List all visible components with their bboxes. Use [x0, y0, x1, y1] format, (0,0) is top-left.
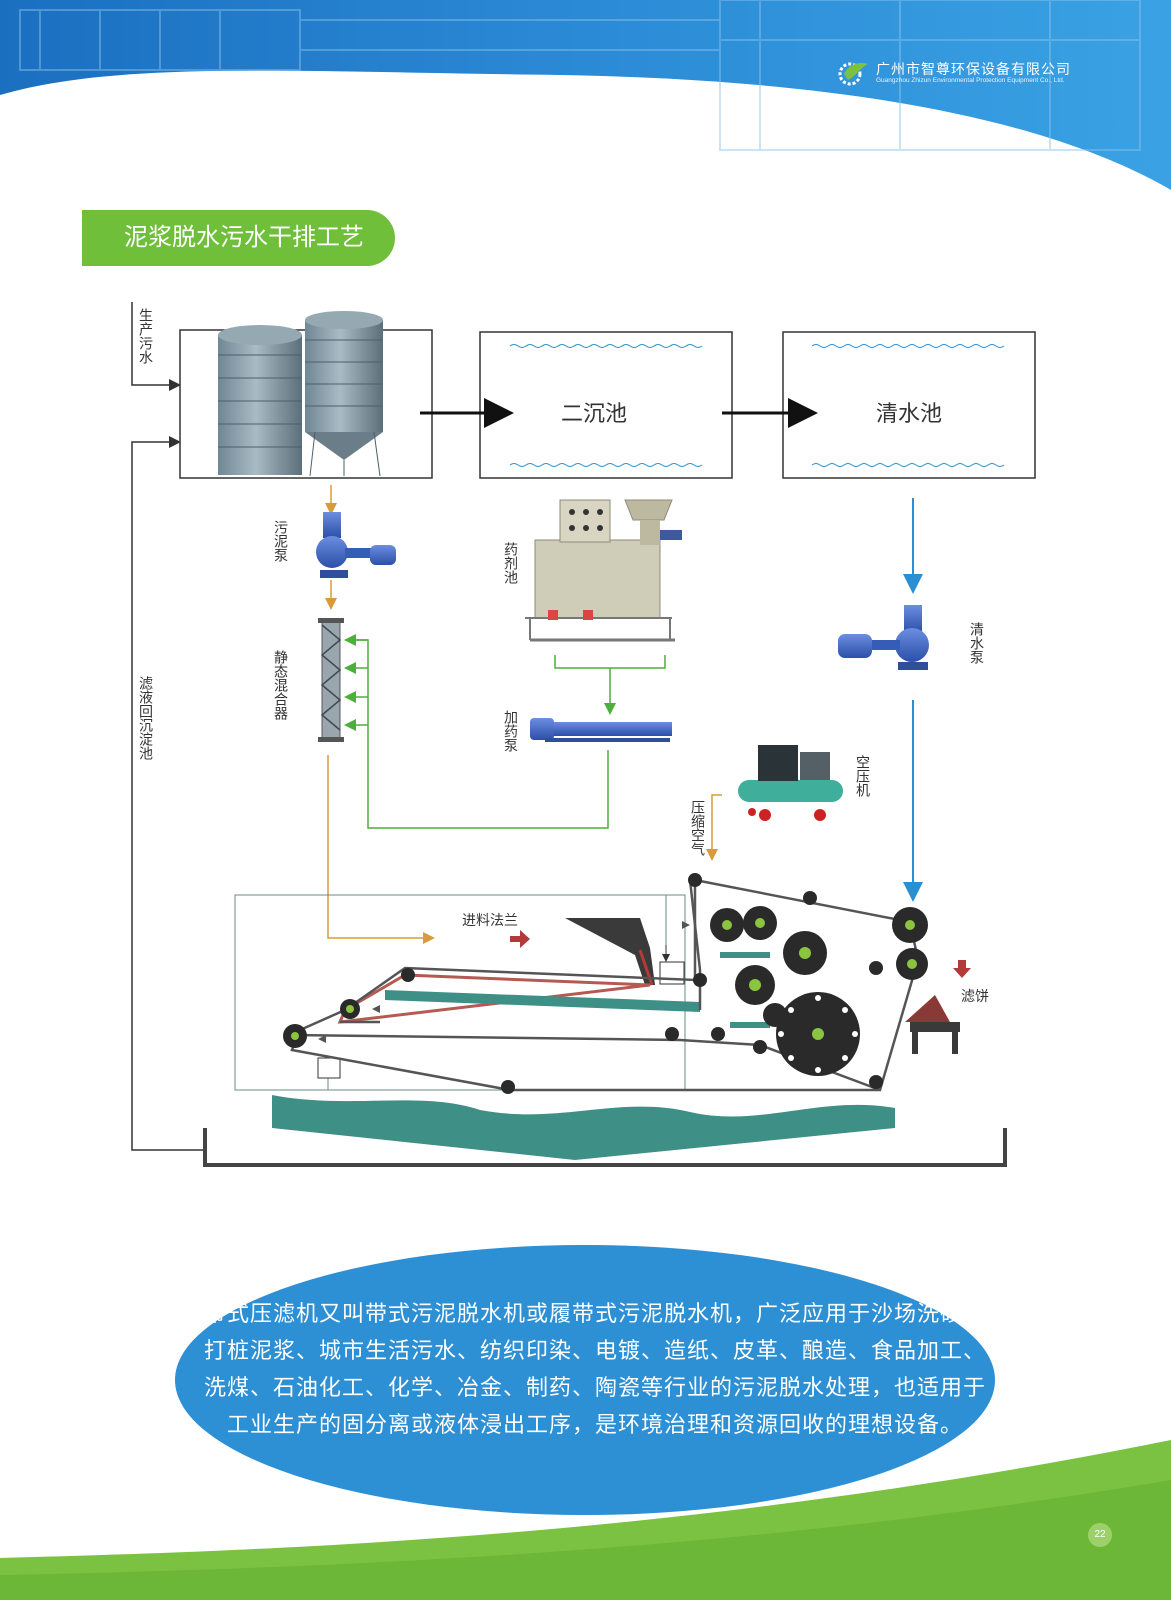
- company-brand: 广州市智尊环保设备有限公司 Guangzhou Zhizun Environme…: [836, 58, 1071, 88]
- label-dosing-tank: 药剂池: [503, 542, 519, 584]
- silo-tanks-icon: [218, 311, 383, 477]
- page-number-badge: 22: [1088, 1523, 1112, 1547]
- section-title: 泥浆脱水污水干排工艺: [82, 210, 395, 266]
- label-filtrate-return: 滤液回沉淀池: [138, 676, 154, 760]
- air-compressor-icon: [738, 745, 843, 821]
- sewage-inlet-line: [131, 302, 181, 391]
- belt-filter-press: [234, 873, 971, 1094]
- label-compressed-air: 压缩空气: [690, 800, 706, 856]
- company-name-cn: 广州市智尊环保设备有限公司: [876, 61, 1071, 77]
- filter-cake-arrow-icon: [953, 960, 971, 978]
- footer-banner: [0, 1440, 1171, 1600]
- feed-arrow-icon: [510, 930, 530, 948]
- description-text: 带式压滤机又叫带式污泥脱水机或履带式污泥脱水机，广泛应用于沙场洗砂、打桩泥浆、城…: [203, 1301, 986, 1437]
- clear-water-pump-icon: [838, 605, 929, 670]
- sludge-pump-icon: [316, 512, 396, 578]
- description-ellipse: [175, 1245, 995, 1515]
- label-dosing-pump: 加药泵: [503, 710, 519, 752]
- label-filter-cake: 滤饼: [961, 988, 989, 1004]
- filtrate-return-line: [131, 436, 203, 1151]
- label-sedimentation-tank: 二沉池: [561, 401, 628, 426]
- label-clear-water-tank: 清水池: [876, 401, 943, 426]
- company-logo-icon: [838, 62, 868, 86]
- collecting-tray: [203, 1095, 1007, 1167]
- header-banner: [0, 0, 1171, 190]
- label-sludge-pump: 污泥泵: [273, 520, 289, 562]
- clear-water-tank-box: [782, 331, 1036, 479]
- label-production-sewage: 生产污水: [138, 308, 154, 364]
- label-clear-water-pump: 清水泵: [969, 622, 985, 664]
- label-static-mixer: 静态混合器: [273, 650, 289, 720]
- dosing-tank-icon: [525, 499, 682, 642]
- label-feed-flange: 进料法兰: [462, 912, 518, 928]
- company-name-en: Guangzhou Zhizun Environmental Protectio…: [876, 77, 1065, 84]
- label-air-compressor: 空压机: [855, 755, 871, 797]
- process-diagram: [131, 302, 1036, 1167]
- static-mixer-icon: [318, 618, 344, 742]
- dosing-pump-icon: [530, 718, 672, 742]
- sedimentation-tank-box: [479, 331, 733, 479]
